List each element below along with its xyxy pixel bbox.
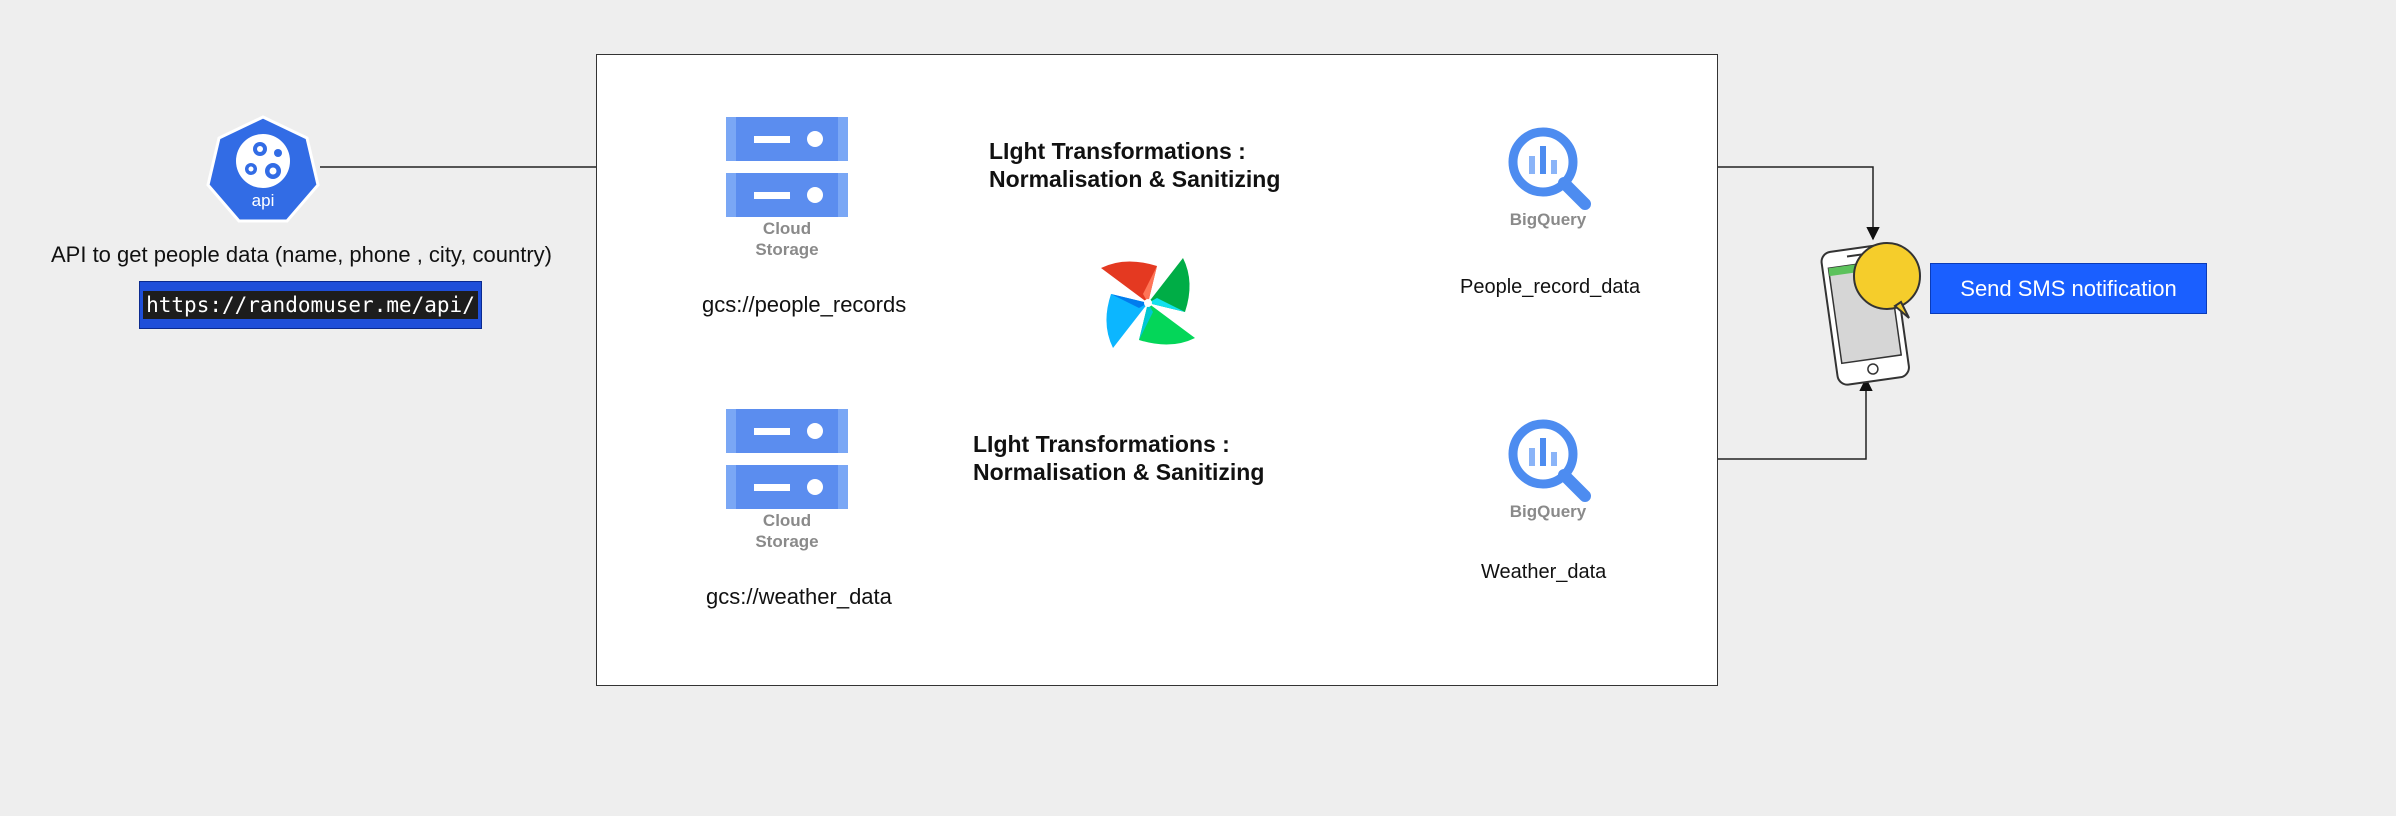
cloud-storage-icon xyxy=(726,409,848,509)
airflow-logo-icon xyxy=(1099,254,1197,352)
weather-transform-line2: Normalisation & Sanitizing xyxy=(973,459,1265,485)
bigquery-icon xyxy=(1507,418,1591,502)
bigquery-icon xyxy=(1507,126,1591,210)
people-bucket-label: gcs://people_records xyxy=(702,292,907,317)
weather-transform-line1: LIght Transformations : xyxy=(973,431,1230,457)
people-transform-line1: LIght Transformations : xyxy=(989,138,1246,164)
cloud-storage-caption-line2: Storage xyxy=(755,532,819,551)
cloud-storage-caption: Cloud Storage xyxy=(737,218,837,260)
people-table-label: People_record_data xyxy=(1460,276,1641,298)
api-url-box[interactable]: https://randomuser.me/api/ xyxy=(139,281,482,329)
phone-notification-icon xyxy=(1817,238,1927,388)
people-transform-label: LIght Transformations : Normalisation & … xyxy=(989,137,1280,193)
weather-table-label: Weather_data xyxy=(1481,561,1607,583)
api-description: API to get people data (name, phone , ci… xyxy=(51,242,552,267)
send-sms-notification-button[interactable]: Send SMS notification xyxy=(1930,263,2207,314)
bigquery-caption: BigQuery xyxy=(1509,210,1587,229)
cloud-storage-caption-line1: Cloud xyxy=(762,219,812,238)
api-url[interactable]: https://randomuser.me/api/ xyxy=(143,291,478,319)
cloud-storage-caption-line2: Storage xyxy=(755,240,819,259)
cloud-storage-icon xyxy=(726,117,848,217)
people-transform-line2: Normalisation & Sanitizing xyxy=(989,166,1281,192)
kubernetes-api-icon: api xyxy=(206,113,320,225)
weather-transform-label: LIght Transformations : Normalisation & … xyxy=(973,430,1264,486)
cloud-storage-caption: Cloud Storage xyxy=(737,510,837,552)
bigquery-caption: BigQuery xyxy=(1509,502,1587,521)
cloud-storage-caption-line1: Cloud xyxy=(762,511,812,530)
weather-bucket-label: gcs://weather_data xyxy=(706,584,892,609)
api-icon-label: api xyxy=(252,191,275,210)
